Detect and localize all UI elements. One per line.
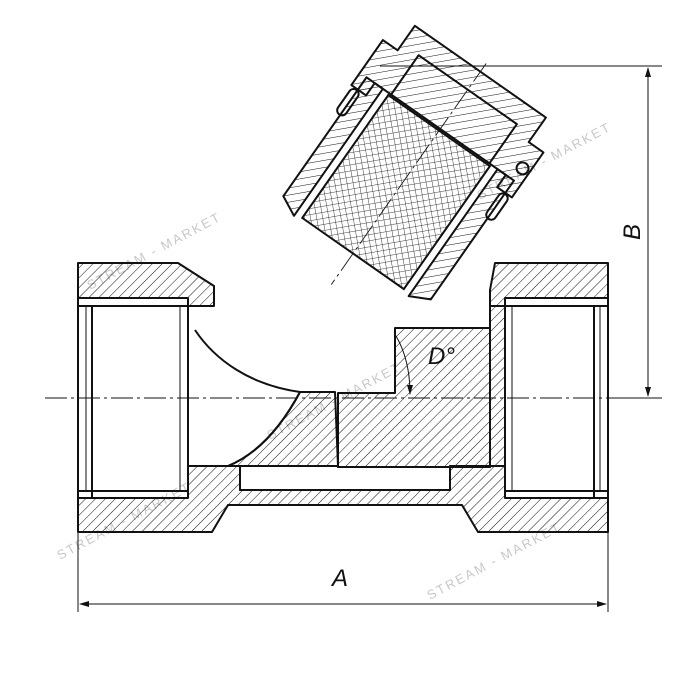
body-top-wall-left (77, 262, 215, 307)
dimension-a-label: A (330, 565, 348, 592)
strainer-branch (282, 24, 547, 301)
valve-body (77, 262, 609, 533)
left-port-thread-line (85, 306, 181, 491)
body-deflector-curve-2 (227, 391, 301, 467)
angle-arc (395, 335, 413, 395)
dimension-a: A (77, 532, 609, 612)
angle-label: D° (428, 343, 455, 370)
dimension-b: B (380, 65, 662, 399)
body-diagonal-partition (227, 391, 339, 467)
cap-bleed-hole (515, 161, 530, 176)
dimension-b-label: B (619, 224, 646, 240)
body-top-wall-right (489, 262, 609, 307)
seal-ring-right (485, 192, 509, 221)
body-deflector-curve (194, 329, 301, 393)
branch-axis (330, 63, 487, 285)
dimension-angle: D° (395, 335, 455, 395)
body-bottom-wall (77, 465, 609, 533)
right-port-thread-line (511, 306, 601, 491)
strainer-cap-inner (390, 54, 518, 165)
seal-ring-left (336, 87, 360, 117)
strainer-cap (350, 24, 547, 199)
